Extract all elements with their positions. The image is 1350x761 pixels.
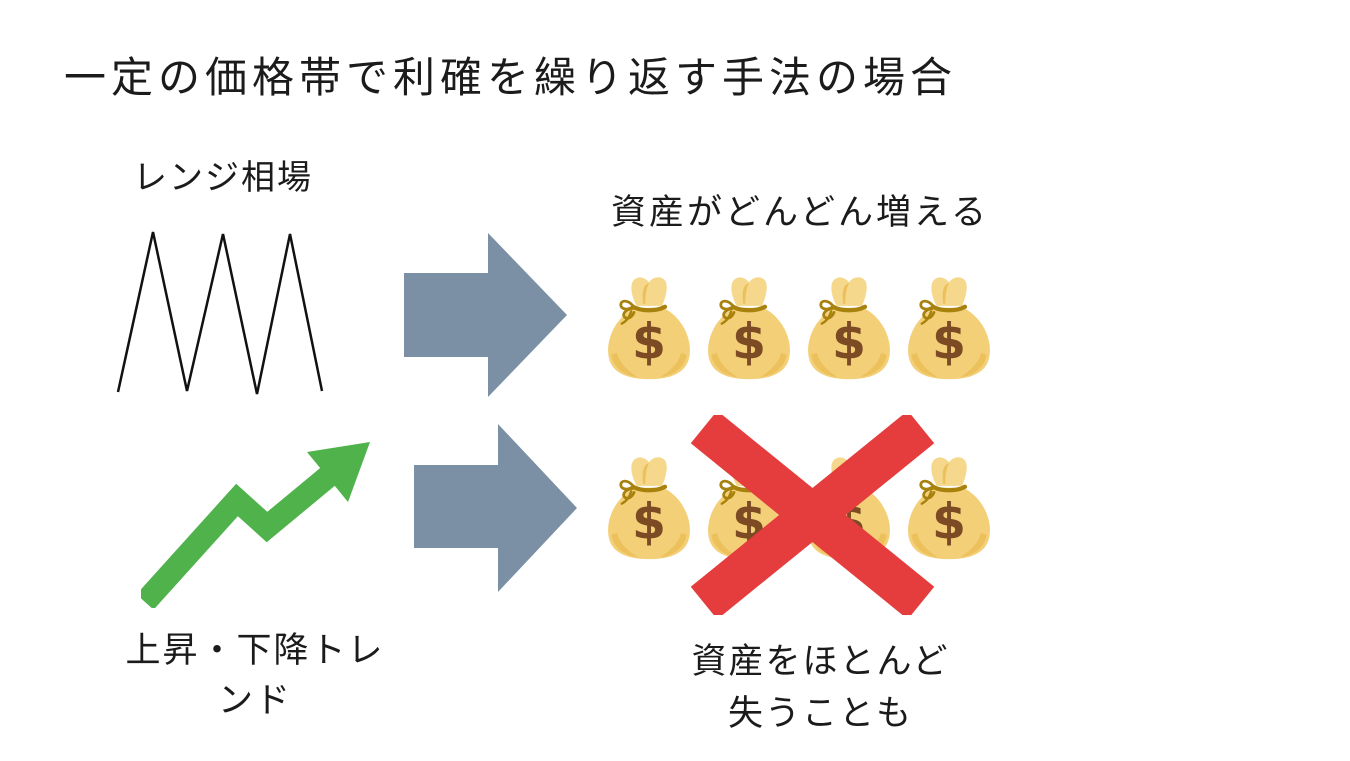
svg-text:$: $ xyxy=(932,493,966,550)
assets-lost-line2: 失うことも xyxy=(727,694,913,733)
money-bag-icon: $ xyxy=(908,277,990,380)
assets-lost-label: 資産をほとんど 失うことも xyxy=(648,636,993,740)
zigzag-range-chart-icon xyxy=(116,231,324,395)
trend-label-line1: 上昇・下降トレ xyxy=(125,631,385,670)
assets-increase-label: 資産がどんどん増える xyxy=(611,193,989,232)
right-arrow-icon xyxy=(414,424,577,592)
money-bag-icon: $ xyxy=(808,277,890,380)
money-bag-icon: $ xyxy=(908,457,990,560)
money-bag-icon: $ xyxy=(608,457,690,560)
trend-label-line2: ンド xyxy=(217,681,292,720)
trend-label: 上昇・下降トレ ンド xyxy=(88,626,422,726)
red-cross-icon xyxy=(690,415,935,615)
svg-text:$: $ xyxy=(832,313,866,370)
money-bag-icon: $ xyxy=(708,277,790,380)
trend-up-arrow-icon xyxy=(141,442,370,608)
assets-lost-line1: 資産をほとんど xyxy=(691,642,950,681)
svg-text:$: $ xyxy=(732,313,766,370)
range-market-label: レンジ相場 xyxy=(133,159,313,197)
svg-text:$: $ xyxy=(632,493,666,550)
right-arrow-icon xyxy=(404,233,567,397)
svg-text:$: $ xyxy=(932,313,966,370)
page-title: 一定の価格帯で利確を繰り返す手法の場合 xyxy=(64,54,958,101)
money-bag-icon: $ xyxy=(608,277,690,380)
money-bags-row-gain: $ $ $ $ xyxy=(602,272,996,381)
svg-text:$: $ xyxy=(632,313,666,370)
